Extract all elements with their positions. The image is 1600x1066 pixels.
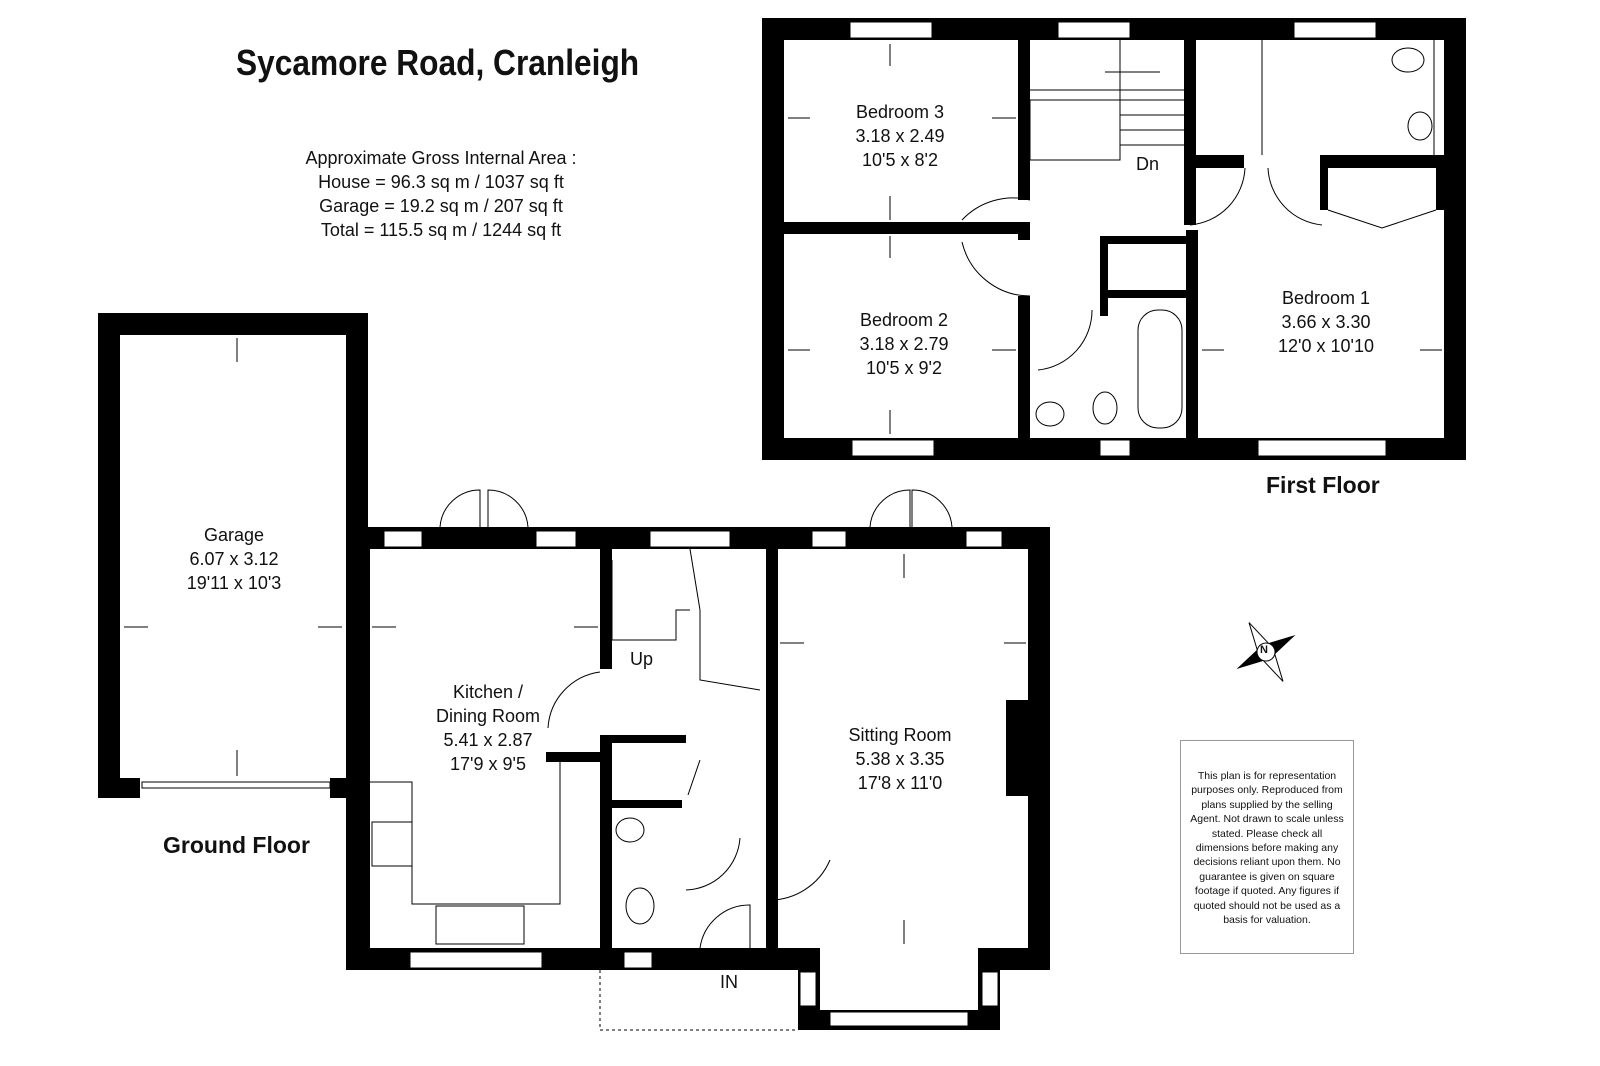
room-kitchen-dining: Kitchen / Dining Room 5.41 x 2.87 17'9 x… [388,680,588,776]
first-floor-walls [762,18,1466,460]
stairs-down-label: Dn [1136,154,1160,174]
room-metric: 3.66 x 3.30 [1281,312,1371,332]
room-bedroom-2: Bedroom 2 3.18 x 2.79 10'5 x 9'2 [804,308,1004,380]
first-floor-fixtures [961,40,1437,429]
area-garage: Garage = 19.2 sq m / 207 sq ft [319,196,563,216]
room-name: Bedroom 3 [855,102,945,122]
room-garage: Garage 6.07 x 3.12 19'11 x 10'3 [134,523,334,595]
room-imperial: 10'5 x 8'2 [862,150,938,170]
area-total: Total = 115.5 sq m / 1244 sq ft [320,220,562,240]
area-heading: Approximate Gross Internal Area : [305,148,577,168]
room-metric: 3.18 x 2.49 [855,126,945,146]
room-name: Bedroom 1 [1281,288,1371,308]
room-imperial: 17'9 x 9'5 [450,754,526,774]
room-imperial: 19'11 x 10'3 [186,573,282,593]
room-imperial: 12'0 x 10'10 [1278,336,1374,356]
stairs-up-label: Up [630,649,654,669]
room-imperial: 17'8 x 11'0 [857,773,943,793]
room-name-line2: Dining Room [435,706,541,726]
room-metric: 6.07 x 3.12 [189,549,279,569]
page-title: Sycamore Road, Cranleigh [236,42,640,83]
room-name: Garage [203,525,265,545]
ground-floor-windows [141,530,1003,1027]
room-metric: 3.18 x 2.79 [859,334,949,354]
room-name: Bedroom 2 [859,310,949,330]
compass-north-label: N [1260,644,1268,656]
disclaimer-box: This plan is for representation purposes… [1180,740,1354,954]
first-floor-windows [849,21,1387,457]
first-floor-label: First Floor [1266,472,1380,498]
disclaimer-text: This plan is for representation purposes… [1190,770,1344,927]
ground-floor-fixtures [370,489,953,1031]
room-bedroom-1: Bedroom 1 3.66 x 3.30 12'0 x 10'10 [1226,286,1426,358]
room-metric: 5.38 x 3.35 [855,749,945,769]
room-imperial: 10'5 x 9'2 [866,358,942,378]
gross-area-summary: Approximate Gross Internal Area : House … [296,146,586,242]
area-house: House = 96.3 sq m / 1037 sq ft [318,172,564,192]
dimension-arrows [124,44,1442,944]
room-sitting-room: Sitting Room 5.38 x 3.35 17'8 x 11'0 [800,723,1000,795]
entrance-label: IN [720,972,738,992]
ground-floor-walls [98,313,1050,1030]
room-bedroom-3: Bedroom 3 3.18 x 2.49 10'5 x 8'2 [800,100,1000,172]
compass-icon [1236,622,1296,682]
room-metric: 5.41 x 2.87 [443,730,533,750]
room-name: Sitting Room [848,725,952,745]
ground-floor-label: Ground Floor [163,832,310,858]
room-name: Kitchen / [452,682,524,702]
